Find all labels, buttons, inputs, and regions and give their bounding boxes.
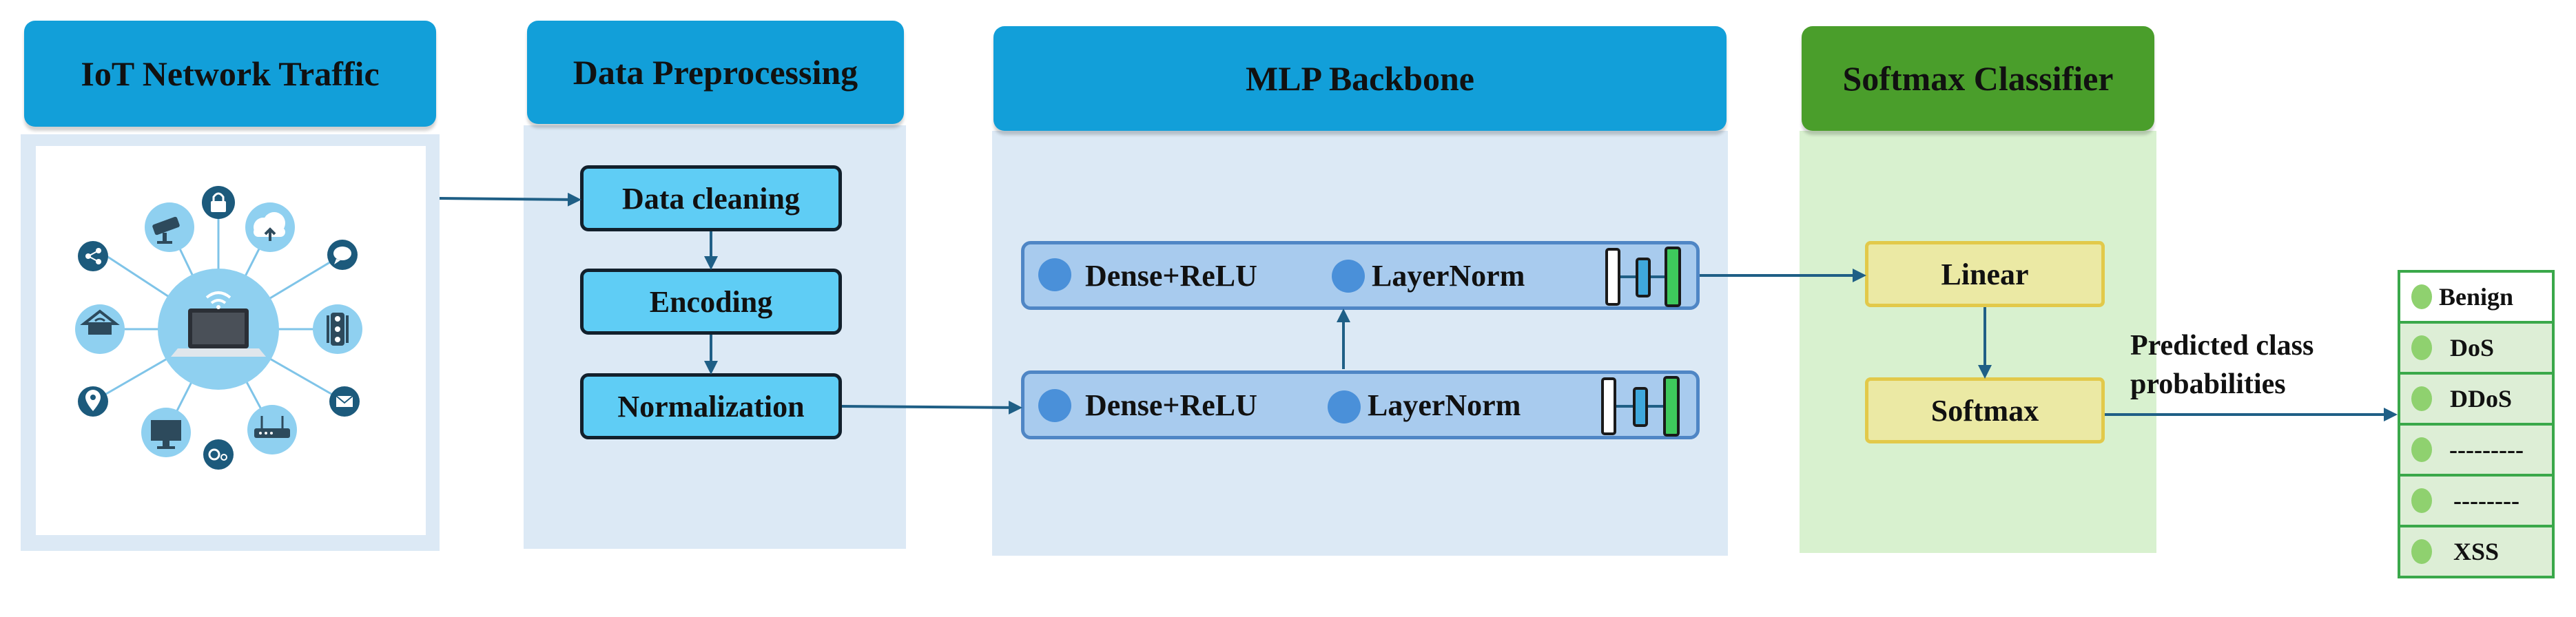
predicted-class-label-line1: Predicted class: [2130, 330, 2314, 362]
class-dot-icon: [2411, 488, 2432, 513]
layernorm-dot-icon: [1332, 260, 1365, 293]
softmax-header: Softmax Classifier: [1802, 26, 2154, 131]
modem-icon: [247, 405, 297, 454]
linear-box: Linear: [1865, 241, 2105, 307]
cloud-upload-icon: [245, 202, 295, 252]
dense-dot-icon: [1038, 258, 1071, 291]
class-dot-icon: [2411, 437, 2432, 462]
share-icon: [78, 241, 108, 271]
traffic-light-icon: [313, 304, 362, 354]
chat-icon: [327, 240, 358, 270]
class-dot-icon: [2411, 284, 2432, 309]
class-item-ddos: DDoS: [2398, 372, 2555, 426]
lock-icon: [202, 186, 235, 219]
output-class-list: Benign DoS DDoS --------- -------- XSS: [2398, 270, 2555, 587]
router-icon: [75, 304, 125, 354]
preprocessing-header: Data Preprocessing: [527, 21, 904, 124]
class-item-placeholder-2: --------: [2398, 474, 2555, 527]
class-label: DDoS: [2450, 385, 2513, 412]
gears-icon: [203, 439, 234, 470]
class-dot-icon: [2411, 386, 2432, 411]
class-label: DoS: [2450, 334, 2495, 362]
laptop-wifi-icon: [171, 291, 266, 357]
layernorm-label: LayerNorm: [1368, 388, 1521, 422]
mlp-header: MLP Backbone: [993, 26, 1727, 131]
class-label: Benign: [2438, 283, 2514, 311]
layernorm-dot-icon: [1328, 390, 1361, 423]
predicted-class-label-line2: probabilities: [2130, 368, 2286, 400]
layernorm-label: LayerNorm: [1372, 259, 1525, 293]
dense-relu-label: Dense+ReLU: [1085, 388, 1257, 422]
layer-stack-icon: [1601, 376, 1680, 437]
softmax-box: Softmax: [1865, 377, 2105, 443]
softmax-panel: [1800, 131, 2156, 553]
normalization-step: Normalization: [580, 373, 842, 439]
arrow-normalization-to-mlp: [841, 400, 1022, 415]
mlp-row-1: Dense+ReLU LayerNorm: [1021, 241, 1700, 310]
data-cleaning-step: Data cleaning: [580, 165, 842, 231]
encoding-step: Encoding: [580, 269, 842, 335]
monitor-icon: [141, 408, 191, 457]
class-item-xss: XSS: [2398, 525, 2555, 578]
mlp-row-2: Dense+ReLU LayerNorm: [1021, 370, 1700, 439]
dense-relu-label: Dense+ReLU: [1085, 259, 1257, 293]
cctv-icon: [145, 202, 194, 252]
arrow-iot-to-cleaning: [439, 192, 581, 207]
class-label: XSS: [2453, 538, 2500, 565]
mail-icon: [329, 386, 360, 417]
location-pin-icon: [78, 386, 108, 417]
class-dot-icon: [2411, 335, 2432, 360]
class-label: ---------: [2449, 436, 2524, 463]
class-label: --------: [2453, 487, 2520, 514]
dense-dot-icon: [1038, 389, 1071, 422]
class-dot-icon: [2411, 539, 2432, 564]
iot-header: IoT Network Traffic: [24, 21, 436, 127]
mlp-panel: [992, 131, 1728, 556]
layer-stack-icon: [1605, 247, 1681, 307]
